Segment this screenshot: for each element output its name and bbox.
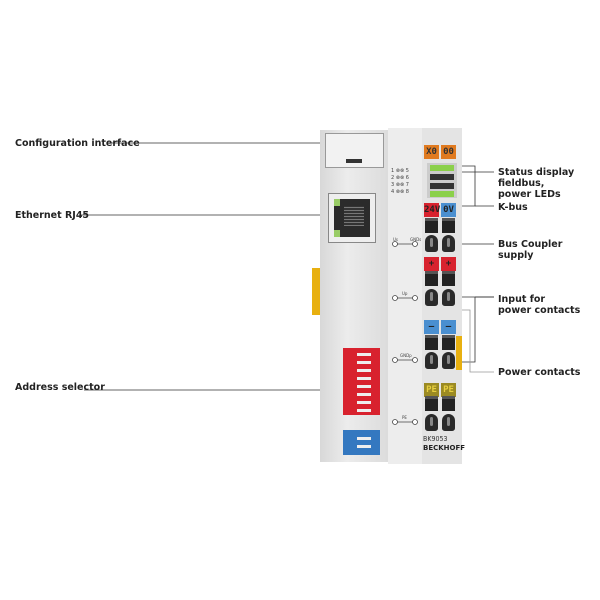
dip-switch[interactable] (357, 369, 371, 372)
dip-switch[interactable] (357, 353, 371, 356)
tag-minus-1: – (424, 320, 439, 334)
release-slot[interactable] (442, 335, 455, 350)
label-configuration-interface: Configuration interface (15, 138, 140, 149)
dip-switch[interactable] (357, 393, 371, 396)
configuration-interface-cover (325, 133, 384, 168)
label-line: Bus Coupler (498, 239, 563, 250)
symbol-gndp: GNDp (400, 353, 412, 358)
spring-terminal[interactable] (442, 289, 455, 306)
dip-switch[interactable] (357, 401, 371, 404)
din-rail-clip (312, 268, 321, 315)
brand-logo: BECKHOFF (423, 444, 466, 452)
dip-switch[interactable] (357, 437, 371, 440)
led-green (430, 165, 454, 171)
symbol-us: Us (393, 237, 399, 242)
tag-plus-1: + (424, 257, 439, 271)
power-contact (456, 336, 462, 370)
rj45-port[interactable] (328, 193, 376, 243)
status-leds (427, 163, 457, 198)
tag-minus-2: – (441, 320, 456, 334)
release-slot[interactable] (442, 218, 455, 233)
led-green (430, 191, 454, 197)
dip-switch[interactable] (357, 409, 371, 412)
dip-switch[interactable] (357, 385, 371, 388)
label-address-selector: Address selector (15, 382, 105, 393)
tag-plus-2: + (441, 257, 456, 271)
tag-pe-1: PE (424, 383, 439, 397)
symbol-up: Up (402, 291, 408, 296)
release-slot[interactable] (425, 335, 438, 350)
model-number: BK9053 (423, 435, 448, 443)
spring-terminal[interactable] (425, 352, 438, 369)
address-dip-switch-red[interactable]: for(let i=0;i<8;i++)document.write('<div… (343, 348, 380, 415)
label-kbus: K-bus (498, 202, 528, 213)
label-line: Input for (498, 294, 546, 305)
symbol-pe: PE (402, 415, 407, 420)
release-slot[interactable] (425, 218, 438, 233)
spring-terminal[interactable] (425, 289, 438, 306)
tag-0v: 0V (441, 203, 456, 217)
label-ethernet-rj45: Ethernet RJ45 (15, 210, 90, 221)
release-slot[interactable] (425, 271, 438, 286)
symbol-gnds: GNDs (410, 237, 422, 242)
spring-terminal[interactable] (442, 235, 455, 252)
led-numbers: 1 ⊗⊗ 5 2 ⊗⊗ 6 3 ⊗⊗ 7 4 ⊗⊗ 8 (391, 168, 409, 195)
label-line: power LEDs (498, 189, 561, 200)
tag-pe-2: PE (441, 383, 456, 397)
tag-24v: 24V (424, 203, 441, 217)
label-line: Status display (498, 167, 575, 178)
label-line: fieldbus, (498, 178, 545, 189)
spring-terminal[interactable] (442, 352, 455, 369)
dip-switch[interactable] (357, 377, 371, 380)
spring-terminal[interactable] (425, 414, 438, 431)
tag-x0: X0 (424, 145, 439, 159)
led-off (430, 174, 454, 180)
address-dip-switch-blue[interactable] (343, 430, 380, 455)
dip-switch[interactable] (357, 445, 371, 448)
release-slot[interactable] (442, 271, 455, 286)
spring-terminal[interactable] (425, 235, 438, 252)
release-slot[interactable] (442, 396, 455, 411)
led-off (430, 183, 454, 189)
label-power-contacts: Power contacts (498, 367, 581, 378)
label-line: supply (498, 250, 534, 261)
tag-00: 00 (441, 145, 456, 159)
label-line: power contacts (498, 305, 581, 316)
release-slot[interactable] (425, 396, 438, 411)
spring-terminal[interactable] (442, 414, 455, 431)
terminal-symbols (392, 241, 418, 425)
dip-switch[interactable] (357, 361, 371, 364)
